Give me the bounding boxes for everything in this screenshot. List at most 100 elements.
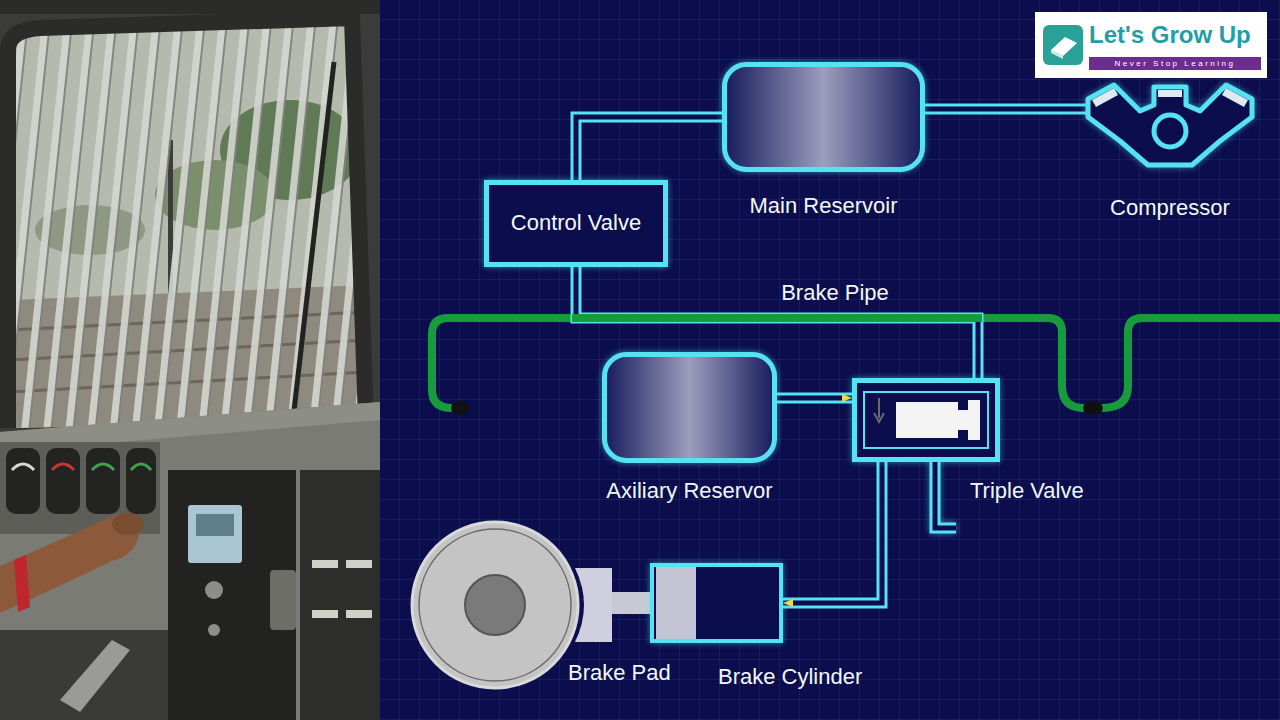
- brake-pipe-line: [576, 314, 978, 322]
- art-part: [46, 448, 80, 514]
- art-part: [1102, 318, 1280, 408]
- pipe-bore: [777, 396, 852, 401]
- tank-shape: [602, 352, 777, 463]
- brake-wheel: Brake Pad: [410, 518, 612, 692]
- pipe-wall: [777, 393, 852, 404]
- label-slot: Brake Cylinder: [718, 664, 862, 690]
- box-label: Control Valve: [511, 210, 641, 236]
- art-part: [270, 570, 296, 630]
- art-part: [0, 0, 380, 720]
- compressor-body: [1088, 85, 1252, 165]
- art-part: [92, 464, 114, 470]
- air-pipe: [925, 109, 1088, 110]
- control-valve-box: Control Valve: [484, 180, 668, 267]
- art-part: [312, 560, 338, 568]
- grid: [380, 0, 1280, 720]
- art-part: [6, 448, 40, 514]
- art-part: [432, 318, 576, 408]
- pipe-wall: [925, 104, 1088, 115]
- art-part: [196, 514, 234, 536]
- art-part: [292, 62, 334, 428]
- art-part: [12, 464, 34, 470]
- box-outline: [487, 183, 666, 265]
- valve-chamber: [864, 392, 988, 448]
- cylinder-head: [1222, 88, 1248, 107]
- art-part: [300, 470, 380, 720]
- art-part: [131, 464, 151, 470]
- art-part: [0, 402, 380, 720]
- art-part: [312, 610, 338, 618]
- label-slot: Let's Grow Up: [1089, 21, 1251, 50]
- pipe-wall: [576, 117, 722, 180]
- art-part: [168, 470, 296, 720]
- triple-valve: Triple Valve: [852, 378, 1000, 462]
- art-part: [1083, 401, 1103, 415]
- tank-outline: [605, 355, 775, 461]
- art-part: [0, 0, 380, 14]
- label-slot: Brake Pipe: [781, 280, 889, 306]
- cylinder-head: [1092, 88, 1118, 107]
- flow-mark: [874, 398, 884, 422]
- art-part: [346, 610, 372, 618]
- cylinder-outline: [652, 565, 781, 641]
- art-part: [451, 401, 469, 415]
- tank-shape: [722, 62, 925, 172]
- cylinder-piston: [656, 567, 696, 639]
- part-name: Brake Pad: [568, 660, 671, 686]
- air-pipe: [576, 117, 722, 180]
- compressor-icon: Compressor: [1088, 85, 1252, 167]
- art-part: [52, 464, 74, 470]
- cylinder-head: [1158, 90, 1182, 97]
- compressor-shape: [1088, 85, 1252, 167]
- art-part: [1051, 50, 1063, 59]
- art-part: [205, 581, 223, 599]
- brand-name: Let's Grow Up: [1089, 21, 1251, 50]
- art-part: [208, 624, 220, 636]
- exhaust-pipe: [935, 462, 956, 528]
- art-part: [60, 640, 130, 712]
- rod-line: [612, 592, 650, 614]
- art-part: [14, 555, 30, 612]
- art-part: [0, 442, 160, 534]
- cab-photo: [0, 0, 380, 720]
- pipe-bore: [783, 462, 882, 603]
- pipe-wall: [783, 462, 882, 603]
- cylinder-shape: [650, 563, 783, 643]
- exhaust-pipe: [935, 462, 956, 528]
- pipe-bore: [925, 107, 1088, 112]
- art-part: [112, 513, 144, 535]
- air-pipe: [783, 462, 882, 603]
- part-name: Compressor: [1110, 195, 1230, 221]
- art-part: [0, 630, 168, 720]
- art-part: [126, 448, 156, 514]
- label-slot: Brake Pad: [568, 660, 671, 686]
- art-part: [188, 505, 242, 563]
- label-slot: Never Stop Learning: [1089, 57, 1261, 70]
- brake-shoe: [575, 568, 612, 642]
- art-part: [86, 448, 120, 514]
- label-slot: Triple Valve: [970, 478, 1084, 504]
- label-slot: Compressor: [1110, 195, 1230, 221]
- art-part: [8, 18, 366, 428]
- label-slot: Axiliary Reservor: [606, 478, 772, 504]
- valve-piston: [896, 400, 980, 440]
- part-name: Triple Valve: [970, 478, 1084, 504]
- triple-shape: [852, 378, 1000, 462]
- part-name: Axiliary Reservor: [606, 478, 772, 504]
- compressor-shaft: [1154, 115, 1186, 147]
- piston-rod: [612, 603, 650, 604]
- air-pipe: [777, 398, 852, 399]
- brand-tagline: Never Stop Learning: [1089, 57, 1261, 70]
- wheel-rim: [412, 522, 578, 688]
- pipe-label: Brake Pipe: [781, 280, 889, 306]
- main-reservoir-tank: Main Reservoir: [722, 62, 925, 172]
- part-name: Brake Cylinder: [718, 664, 862, 690]
- brake-cylinder: Brake Cylinder: [650, 563, 783, 643]
- diagram-ground: [380, 0, 1280, 720]
- pipe-bore: [576, 117, 722, 180]
- valve-body: [855, 381, 998, 460]
- art-part: [1043, 25, 1083, 65]
